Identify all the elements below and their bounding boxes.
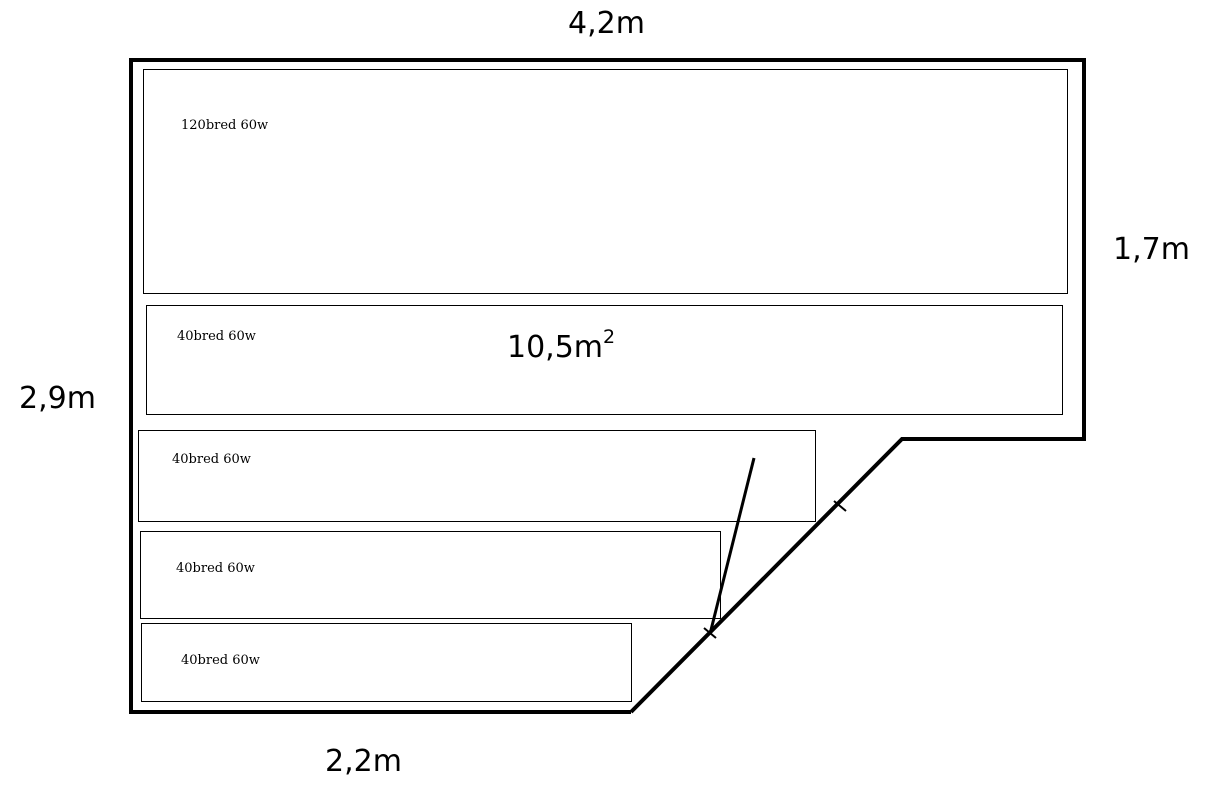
panel-label-40-a: 40bred 60w bbox=[177, 329, 256, 344]
area-label: 10,5m2 bbox=[507, 328, 615, 365]
dimension-bottom: 2,2m bbox=[325, 744, 402, 779]
dimension-top: 4,2m bbox=[568, 6, 645, 41]
area-value: 10,5m bbox=[507, 330, 604, 365]
heating-panel-40-a bbox=[146, 305, 1063, 415]
diagonal-wall-tick-upper bbox=[833, 500, 847, 512]
heating-panel-40-c bbox=[140, 531, 721, 619]
pointer-line bbox=[708, 457, 756, 635]
panel-label-40-b: 40bred 60w bbox=[172, 452, 251, 467]
panel-label-120: 120bred 60w bbox=[181, 118, 269, 133]
heating-panel-120 bbox=[143, 69, 1068, 294]
panel-label-40-d: 40bred 60w bbox=[181, 653, 260, 668]
heating-panel-40-b bbox=[138, 430, 816, 522]
room-wall bbox=[129, 58, 1086, 714]
panel-label-40-c: 40bred 60w bbox=[176, 561, 255, 576]
heating-panel-40-d bbox=[141, 623, 632, 702]
dimension-left: 2,9m bbox=[19, 381, 96, 416]
dimension-right: 1,7m bbox=[1113, 232, 1190, 267]
area-unit-exponent: 2 bbox=[603, 326, 616, 348]
